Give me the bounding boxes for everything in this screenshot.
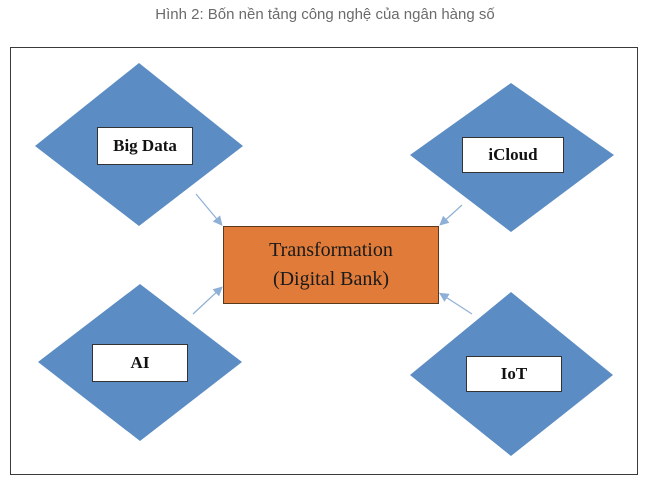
arrow-big-data-to-center bbox=[195, 193, 223, 226]
center-box-transformation: Transformation (Digital Bank) bbox=[223, 226, 439, 304]
arrow-icloud-to-center bbox=[439, 204, 463, 226]
node-label-icloud: iCloud bbox=[462, 137, 564, 173]
figure-caption: Hình 2: Bốn nền tảng công nghệ của ngân … bbox=[155, 6, 495, 23]
diagram-frame bbox=[10, 47, 638, 475]
center-title: Transformation bbox=[269, 239, 393, 261]
arrow-ai-to-center bbox=[192, 286, 223, 315]
arrow-iot-to-center bbox=[438, 292, 473, 315]
center-subtitle: (Digital Bank) bbox=[272, 268, 390, 290]
node-label-ai: AI bbox=[92, 344, 188, 382]
node-label-big-data: Big Data bbox=[97, 127, 193, 165]
node-label-iot: IoT bbox=[466, 356, 562, 392]
